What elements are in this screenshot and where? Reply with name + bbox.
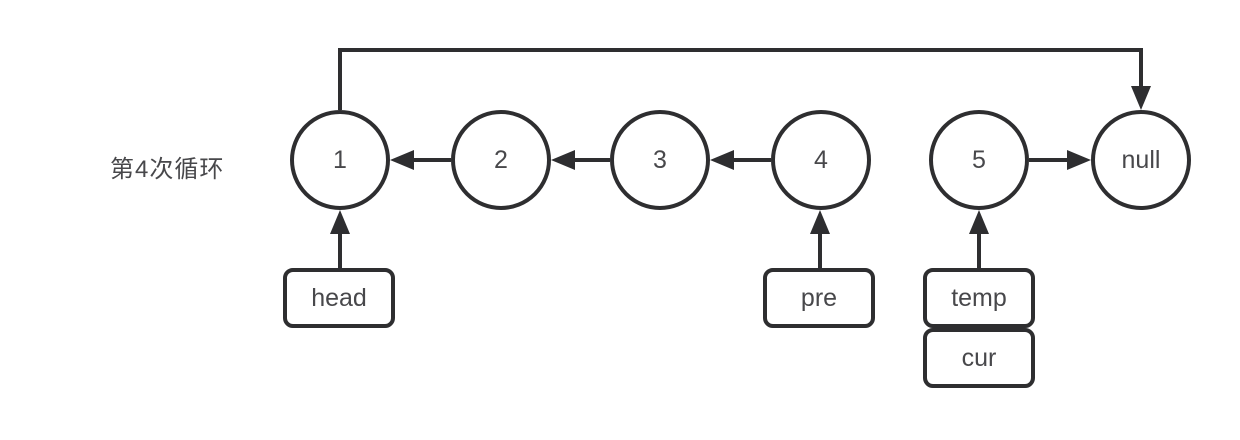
arrow-line — [1139, 48, 1143, 88]
node-null: null — [1091, 110, 1191, 210]
arrow-line — [1029, 158, 1069, 162]
pointer-box-pre: pre — [763, 268, 875, 328]
arrowhead-up — [969, 210, 989, 234]
arrowhead-up — [810, 210, 830, 234]
arrow-line — [412, 158, 451, 162]
pointer-cur-label: cur — [961, 343, 997, 372]
node-2-label: 2 — [494, 145, 508, 174]
node-3: 3 — [610, 110, 710, 210]
iteration-label: 第4次循环 — [110, 156, 225, 183]
node-5: 5 — [929, 110, 1029, 210]
arrow-line — [732, 158, 771, 162]
arrowhead-left — [710, 150, 734, 170]
node-5-label: 5 — [972, 145, 986, 174]
arrowhead-up — [330, 210, 350, 234]
pointer-pre-label: pre — [800, 283, 838, 312]
node-null-label: null — [1121, 145, 1161, 174]
node-4: 4 — [771, 110, 871, 210]
arrow-line — [818, 232, 822, 268]
node-4-label: 4 — [814, 145, 828, 174]
node-2: 2 — [451, 110, 551, 210]
arrowhead-right — [1067, 150, 1091, 170]
pointer-box-temp: temp — [923, 268, 1035, 328]
arrow-line — [573, 158, 610, 162]
pointer-box-head: head — [283, 268, 395, 328]
pointer-head-label: head — [311, 283, 367, 312]
arrow-line — [338, 48, 342, 110]
arrow-line — [338, 232, 342, 268]
node-1: 1 — [290, 110, 390, 210]
arrowhead-left — [390, 150, 414, 170]
arrow-line — [977, 232, 981, 268]
arrow-line — [338, 48, 1143, 52]
node-1-label: 1 — [333, 145, 347, 174]
node-3-label: 3 — [653, 145, 667, 174]
pointer-temp-label: temp — [951, 283, 1007, 312]
arrowhead-down — [1131, 86, 1151, 110]
arrowhead-left — [551, 150, 575, 170]
pointer-box-cur: cur — [923, 328, 1035, 388]
